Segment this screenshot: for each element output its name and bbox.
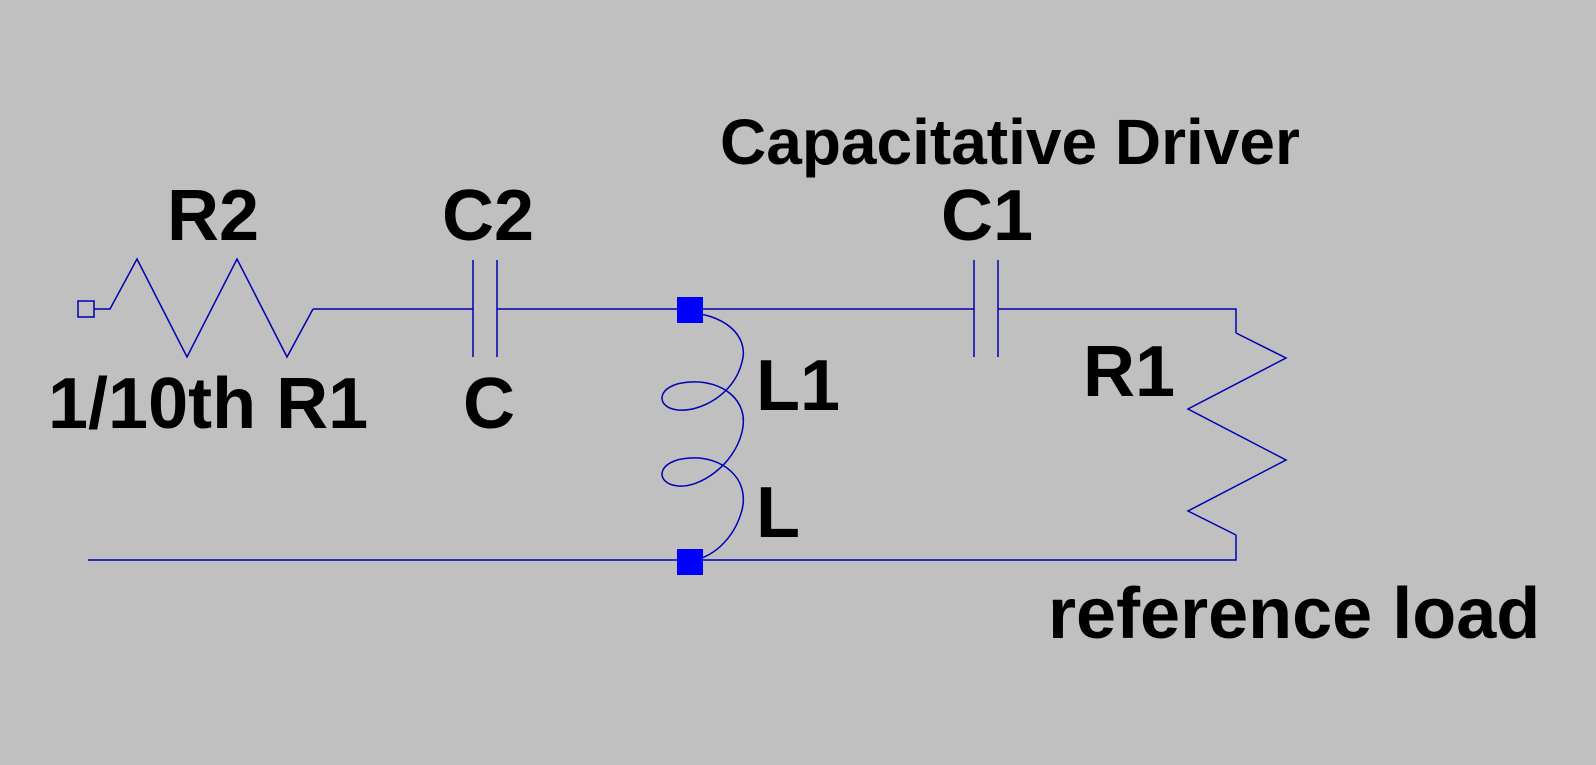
r1-name-label: R1 bbox=[1083, 332, 1175, 412]
wire-r1-bottom bbox=[88, 535, 1237, 561]
input-port[interactable] bbox=[77, 300, 95, 318]
title-label: Capacitative Driver bbox=[720, 106, 1300, 178]
node-top[interactable] bbox=[677, 297, 703, 323]
r2-value-label: 1/10th R1 bbox=[48, 364, 368, 444]
c2-value-label: C bbox=[463, 364, 515, 444]
r2-name-label: R2 bbox=[167, 176, 259, 256]
l1-value-label: L bbox=[756, 473, 800, 553]
c1-name-label: C1 bbox=[941, 176, 1033, 256]
r1-value-label: reference load bbox=[1048, 574, 1540, 654]
wire-c1-r1 bbox=[998, 308, 1237, 333]
c2-name-label: C2 bbox=[442, 176, 534, 256]
r2-resistor[interactable] bbox=[94, 257, 314, 359]
r1-resistor[interactable] bbox=[1186, 332, 1288, 536]
node-bottom[interactable] bbox=[677, 549, 703, 575]
l1-name-label: L1 bbox=[756, 346, 840, 426]
l1-inductor[interactable] bbox=[661, 312, 745, 561]
